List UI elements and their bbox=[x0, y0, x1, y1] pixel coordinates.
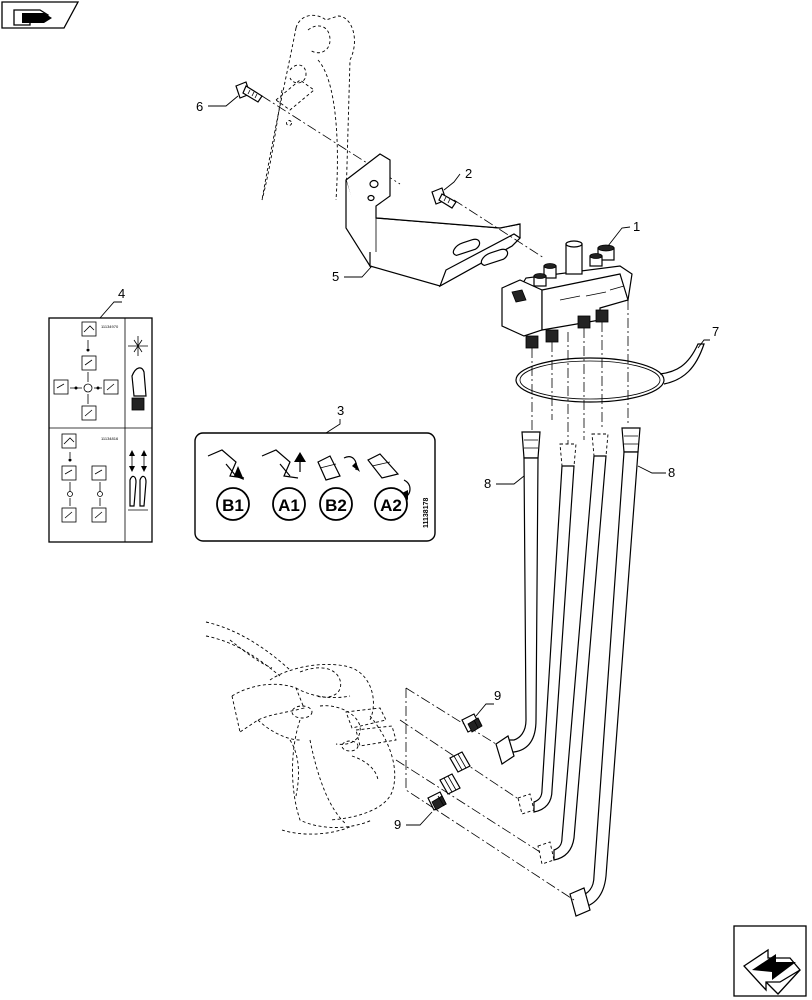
hose-8-right bbox=[569, 427, 641, 917]
label-a2: A2 bbox=[380, 496, 402, 515]
joystick-valve-phantom bbox=[205, 621, 397, 835]
hose-middle-left bbox=[517, 443, 577, 815]
fitting-9-bottom bbox=[427, 791, 447, 811]
decal-4: 11134970 11134816 bbox=[48, 317, 153, 543]
circle-a1 bbox=[272, 487, 306, 521]
leader-1 bbox=[607, 226, 631, 247]
callout-2: 2 bbox=[465, 166, 472, 181]
leader-3 bbox=[325, 419, 341, 434]
callout-1: 1 bbox=[633, 219, 640, 234]
decal-3: B1 A1 B2 A2 11138178 bbox=[194, 432, 436, 542]
circle-b1 bbox=[216, 487, 250, 521]
decal-4-bottom-code: 11134816 bbox=[101, 436, 119, 441]
leader-2 bbox=[443, 173, 461, 191]
back-nav-icon[interactable] bbox=[1, 1, 80, 29]
loader-arm-phantom bbox=[261, 14, 355, 201]
leader-9-top bbox=[475, 703, 494, 717]
leader-5 bbox=[344, 265, 373, 278]
fitting-middle-a bbox=[449, 751, 471, 773]
callout-7: 7 bbox=[712, 324, 719, 339]
circle-b2 bbox=[319, 487, 353, 521]
leader-7 bbox=[697, 339, 710, 349]
decal-3-part-number: 11138178 bbox=[423, 498, 430, 528]
hose-8-left bbox=[495, 431, 541, 765]
centerline-bolt-6 bbox=[261, 95, 401, 185]
callout-9-top: 9 bbox=[494, 688, 501, 703]
callout-4: 4 bbox=[118, 286, 125, 301]
leader-6 bbox=[208, 95, 239, 107]
leader-8-left bbox=[496, 475, 525, 485]
centerlines-valve-hoses bbox=[531, 300, 629, 444]
callout-5: 5 bbox=[332, 269, 339, 284]
pictogram-lower bbox=[207, 449, 245, 480]
bolt-2 bbox=[431, 187, 457, 209]
circle-a2 bbox=[374, 487, 408, 521]
bolt-6 bbox=[235, 81, 263, 103]
cable-tie-7 bbox=[515, 343, 705, 403]
callout-6: 6 bbox=[196, 99, 203, 114]
callout-8-right: 8 bbox=[668, 465, 675, 480]
leader-4 bbox=[99, 301, 122, 319]
pictogram-raise bbox=[261, 449, 306, 479]
callout-9-bottom: 9 bbox=[394, 817, 401, 832]
bracket-5 bbox=[345, 153, 521, 288]
leader-8-right bbox=[637, 465, 666, 474]
label-b1: B1 bbox=[222, 496, 244, 515]
fitting-middle-b bbox=[439, 773, 461, 795]
hose-middle-right bbox=[537, 433, 609, 865]
fitting-9-top bbox=[461, 713, 483, 733]
leader-9-bottom bbox=[406, 811, 433, 826]
callout-8-left: 8 bbox=[484, 476, 491, 491]
callout-3: 3 bbox=[337, 403, 344, 418]
forward-nav-icon[interactable] bbox=[733, 925, 807, 997]
control-valve-1 bbox=[501, 240, 633, 349]
label-a1: A1 bbox=[278, 496, 300, 515]
label-b2: B2 bbox=[325, 496, 347, 515]
pictogram-dump bbox=[317, 455, 360, 481]
decal-4-top-code: 11134970 bbox=[101, 324, 119, 329]
